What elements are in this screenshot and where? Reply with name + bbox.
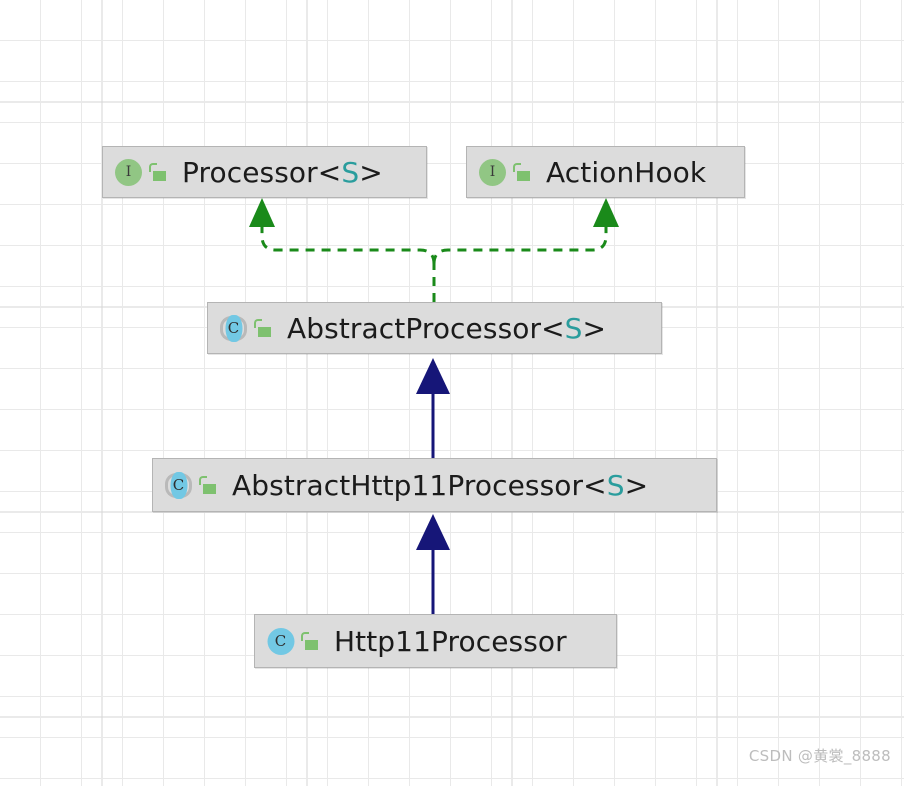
edge-extends-abstract-processor [416, 358, 450, 458]
node-icon-group: I [115, 158, 166, 186]
class-icon: C [267, 627, 294, 655]
node-label-action-hook: ActionHook [546, 155, 707, 189]
uml-node-action-hook[interactable]: I ActionHook [466, 146, 745, 198]
interface-icon: I [115, 158, 142, 186]
realization-arrowhead-left [249, 198, 275, 227]
uml-node-abstract-processor[interactable]: C AbstractProcessor<S> [207, 302, 662, 354]
inheritance-arrowhead-upper [416, 358, 450, 394]
edge-realize-action-hook [432, 198, 619, 265]
node-label-http11-processor: Http11Processor [334, 624, 567, 658]
node-label-abstract-http11-processor: AbstractHttp11Processor<S> [232, 468, 649, 502]
unlocked-padlock-icon [149, 163, 166, 181]
watermark-text: CSDN @黄裳_8888 [748, 747, 891, 765]
uml-node-http11-processor[interactable]: C Http11Processor [254, 614, 617, 668]
unlocked-padlock-icon [254, 319, 271, 337]
unlocked-padlock-icon [513, 163, 530, 181]
node-icon-group: C [267, 627, 318, 655]
uml-node-abstract-http11-processor[interactable]: C AbstractHttp11Processor<S> [152, 458, 717, 512]
unlocked-padlock-icon [301, 632, 318, 650]
abstract-class-icon: C [220, 314, 247, 342]
abstract-class-icon: C [165, 471, 192, 499]
node-icon-group: C [220, 314, 271, 342]
node-icon-group: I [479, 158, 530, 186]
edge-extends-abstract-http11-processor [416, 514, 450, 614]
inheritance-arrowhead-lower [416, 514, 450, 550]
unlocked-padlock-icon [199, 476, 216, 494]
node-label-abstract-processor: AbstractProcessor<S> [287, 311, 607, 345]
edge-realize-processor [249, 198, 436, 302]
uml-node-processor[interactable]: I Processor<S> [102, 146, 427, 198]
node-label-processor: Processor<S> [182, 155, 383, 189]
interface-icon: I [479, 158, 506, 186]
realization-arrowhead-right [593, 198, 619, 227]
node-icon-group: C [165, 471, 216, 499]
